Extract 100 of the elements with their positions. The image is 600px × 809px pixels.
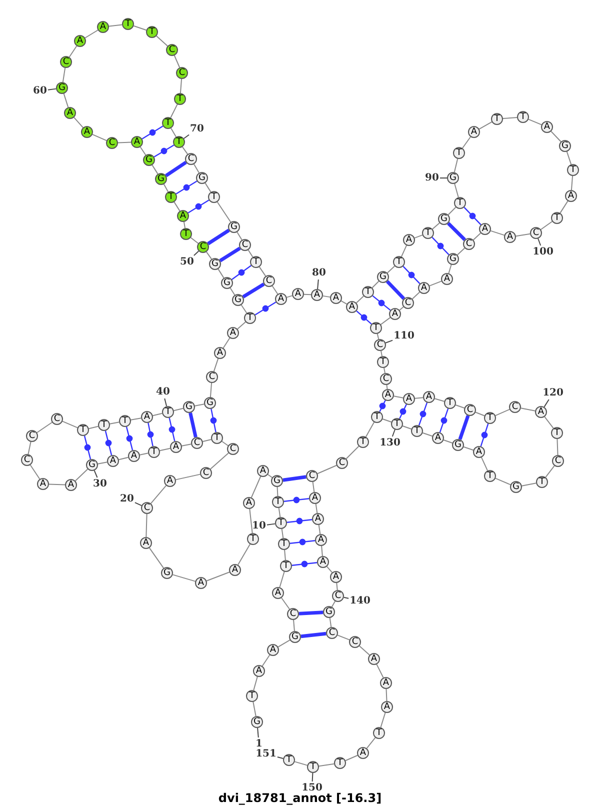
- nucleotide-circle: A: [535, 406, 547, 418]
- nucleotide-circle: T: [444, 397, 456, 409]
- backbone-line: [84, 30, 98, 38]
- backbone-line: [380, 350, 382, 357]
- nucleotide-circle: C: [21, 454, 33, 466]
- nucleotide-circle: A: [479, 223, 491, 235]
- nucleotide-circle: G: [452, 439, 464, 451]
- leader-line: [193, 250, 200, 256]
- base-pair-line: [300, 632, 326, 638]
- nucleotide-circle: G: [323, 606, 335, 618]
- nucleotide-circle: A: [346, 301, 358, 313]
- backbone-line: [236, 232, 242, 240]
- nucleotide-circle: A: [312, 513, 324, 525]
- backbone-line: [331, 600, 336, 608]
- backbone-line: [92, 134, 107, 142]
- backbone-line: [556, 438, 558, 456]
- backbone-line: [97, 462, 108, 464]
- backbone-line: [380, 712, 386, 728]
- base-pair-line: [154, 144, 174, 158]
- base-pair-line: [176, 180, 198, 194]
- leader-line: [47, 88, 57, 90]
- nucleotide-circle: T: [146, 26, 158, 38]
- nucleotide-circle: T: [174, 93, 186, 105]
- backbone-line: [402, 425, 412, 430]
- nucleotide-circle: T: [148, 446, 160, 458]
- nucleotide-circle: T: [536, 476, 548, 488]
- backbone-line: [463, 446, 474, 451]
- nucleotide-circle: C: [26, 430, 38, 442]
- nucleotide-circle: A: [311, 289, 323, 301]
- backbone-line: [376, 333, 380, 340]
- leader-line: [276, 756, 284, 759]
- backbone-line: [63, 93, 69, 108]
- base-pair-line: [126, 426, 134, 450]
- backbone-line: [146, 514, 148, 538]
- base-pair-line: [418, 402, 428, 426]
- nucleotide-circle: T: [122, 18, 134, 30]
- nucleotide-circle: A: [214, 347, 226, 359]
- backbone-line: [118, 456, 129, 460]
- nucleotide-circle: A: [164, 475, 176, 487]
- nucleotide-circle: C: [60, 56, 72, 68]
- backbone-line: [495, 408, 510, 416]
- backbone-line: [159, 448, 171, 452]
- nucleotide-circle: C: [306, 470, 318, 482]
- base-pair-line: [188, 412, 198, 438]
- leader-line: [385, 340, 394, 344]
- nucleotide-circle: G: [251, 716, 263, 728]
- base-pair-line: [207, 228, 230, 246]
- backbone-line: [318, 763, 335, 767]
- backbone-line: [356, 296, 364, 304]
- backbone-line: [570, 175, 574, 191]
- backbone-line: [340, 300, 348, 305]
- backbone-line: [472, 232, 482, 240]
- nucleotide-circle: T: [250, 256, 262, 268]
- backbone-line: [190, 237, 199, 244]
- nucleotide-circle: C: [552, 455, 564, 467]
- backbone-line: [213, 358, 219, 372]
- backbone-line: [210, 452, 230, 470]
- nucleotide-circle: T: [453, 147, 465, 159]
- backbone-line: [249, 508, 253, 534]
- backbone-line: [140, 146, 146, 156]
- nucleotide-circle: G: [510, 481, 522, 493]
- backbone-line: [528, 118, 542, 126]
- backbone-line: [462, 136, 472, 149]
- nucleotide-circle: A: [315, 534, 327, 546]
- backbone-line: [454, 183, 459, 198]
- nucleotide-circle: T: [370, 322, 382, 334]
- backbone-line: [345, 754, 358, 762]
- base-pair-line: [84, 436, 92, 460]
- base-pair-line: [282, 475, 306, 482]
- backbone-line: [321, 545, 323, 557]
- nucleotide-circle: T: [411, 425, 423, 437]
- position-number: 80: [312, 268, 326, 278]
- base-pair-line: [104, 430, 112, 456]
- backbone-line: [30, 464, 40, 480]
- leader-line: [134, 502, 142, 506]
- nucleotide-circle: T: [246, 690, 258, 702]
- backbone-line: [326, 566, 333, 573]
- base-pair-line: [232, 265, 252, 280]
- backbone-line: [550, 130, 562, 142]
- leader-line: [343, 596, 350, 599]
- nucleotide-circle: A: [380, 677, 392, 689]
- nucleotide-circle: C: [166, 44, 178, 56]
- backbone-line: [481, 456, 488, 472]
- leader-line: [538, 238, 542, 246]
- backbone-line: [380, 317, 391, 325]
- nucleotide-circle: G: [271, 475, 283, 487]
- leader-line: [392, 429, 396, 437]
- nucleotide-circle: A: [381, 701, 393, 713]
- backbone-line: [429, 280, 442, 286]
- nucleotide-circle: A: [275, 293, 287, 305]
- nucleotide-circle: T: [272, 496, 284, 508]
- nucleotide-circle: A: [272, 587, 284, 599]
- backbone-line: [272, 286, 278, 294]
- nucleotide-circle: G: [204, 397, 216, 409]
- nucleotide-circle: C: [336, 457, 348, 469]
- nucleotide-circle: A: [253, 665, 265, 677]
- backbone-line: [88, 426, 99, 430]
- backbone-line: [238, 544, 250, 566]
- leader-line: [164, 398, 168, 407]
- base-pair-line: [439, 408, 449, 433]
